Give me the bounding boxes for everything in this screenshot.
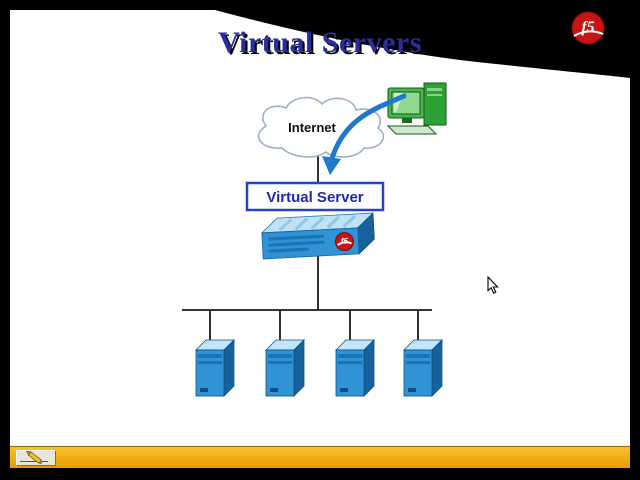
traffic-arrow (322, 93, 407, 175)
footer-bar (10, 446, 630, 468)
cloud-outline (257, 96, 384, 158)
virtual-server-label: Virtual Server (266, 189, 363, 206)
appliance-f5-text: f5 (341, 236, 349, 245)
internet-label: Internet (288, 120, 336, 135)
client-computer-icon (386, 82, 447, 135)
server-icon (403, 339, 443, 397)
internet-cloud: Internet (257, 96, 384, 158)
server-icon (335, 339, 375, 397)
server-icon (195, 339, 235, 397)
mouse-cursor (487, 275, 499, 294)
f5-logo: f5 (571, 11, 605, 45)
slide-title: Virtual Servers (218, 26, 422, 59)
presentation-slide[interactable]: Virtual Servers f5 (10, 10, 630, 468)
server-icon (265, 339, 305, 397)
f5-logo-ball (571, 11, 605, 45)
annotation-pen-button[interactable] (16, 450, 56, 466)
swoosh-shape (215, 10, 630, 78)
f5-logo-swoosh (573, 30, 604, 37)
top-swoosh-decoration (215, 10, 630, 78)
pen-icon (20, 450, 48, 465)
network-diagram: Internet Virtual Server (182, 82, 499, 397)
f5-logo-text: f5 (581, 19, 594, 36)
virtual-server-label-box: Virtual Server (245, 181, 385, 212)
appliance-top-stripes (278, 214, 357, 232)
appliance-icon: f5 (260, 212, 375, 260)
